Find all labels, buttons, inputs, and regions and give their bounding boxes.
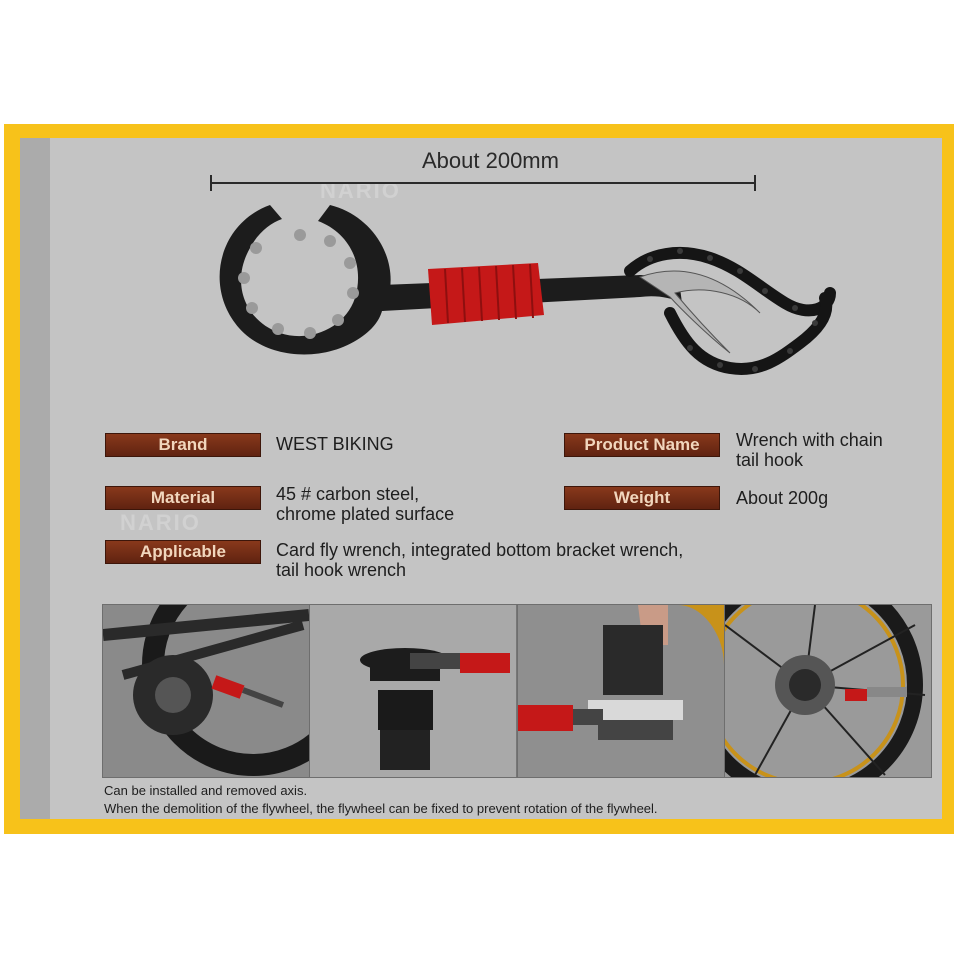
product-spec-panel: NARIO NARIO NARIO About 200mm	[20, 138, 942, 819]
spec-label-weight: Weight	[564, 486, 720, 510]
spec-label-product-name: Product Name	[564, 433, 720, 457]
spec-value-product-name: Wrench with chain tail hook	[736, 430, 883, 470]
watermark: NARIO	[120, 510, 201, 535]
rear-wheel-cassette-photo-icon	[724, 605, 931, 777]
bike-crank-photo-icon	[103, 605, 311, 777]
spec-value-material: 45 # carbon steel, chrome plated surface	[276, 484, 455, 524]
spec-label-applicable: Applicable	[105, 540, 261, 564]
spec-value-weight: About 200g	[736, 488, 829, 508]
chain-whip-wrench-illustration	[219, 205, 836, 375]
dimension-line	[210, 175, 756, 191]
usage-photo-strip	[102, 604, 932, 778]
spec-value-applicable: Card fly wrench, integrated bottom brack…	[276, 540, 684, 580]
spec-value-brand: WEST BIKING	[276, 434, 394, 454]
spec-label-brand: Brand	[105, 433, 261, 457]
bottom-bracket-wrench-photo-icon	[310, 605, 518, 777]
caption-line-2: When the demolition of the flywheel, the…	[104, 801, 658, 816]
caption-line-1: Can be installed and removed axis.	[104, 783, 308, 798]
hand-wrench-photo-icon	[517, 605, 725, 777]
dimension-label: About 200mm	[422, 148, 559, 173]
spec-label-material: Material	[105, 486, 261, 510]
panel-left-shade	[20, 138, 50, 819]
